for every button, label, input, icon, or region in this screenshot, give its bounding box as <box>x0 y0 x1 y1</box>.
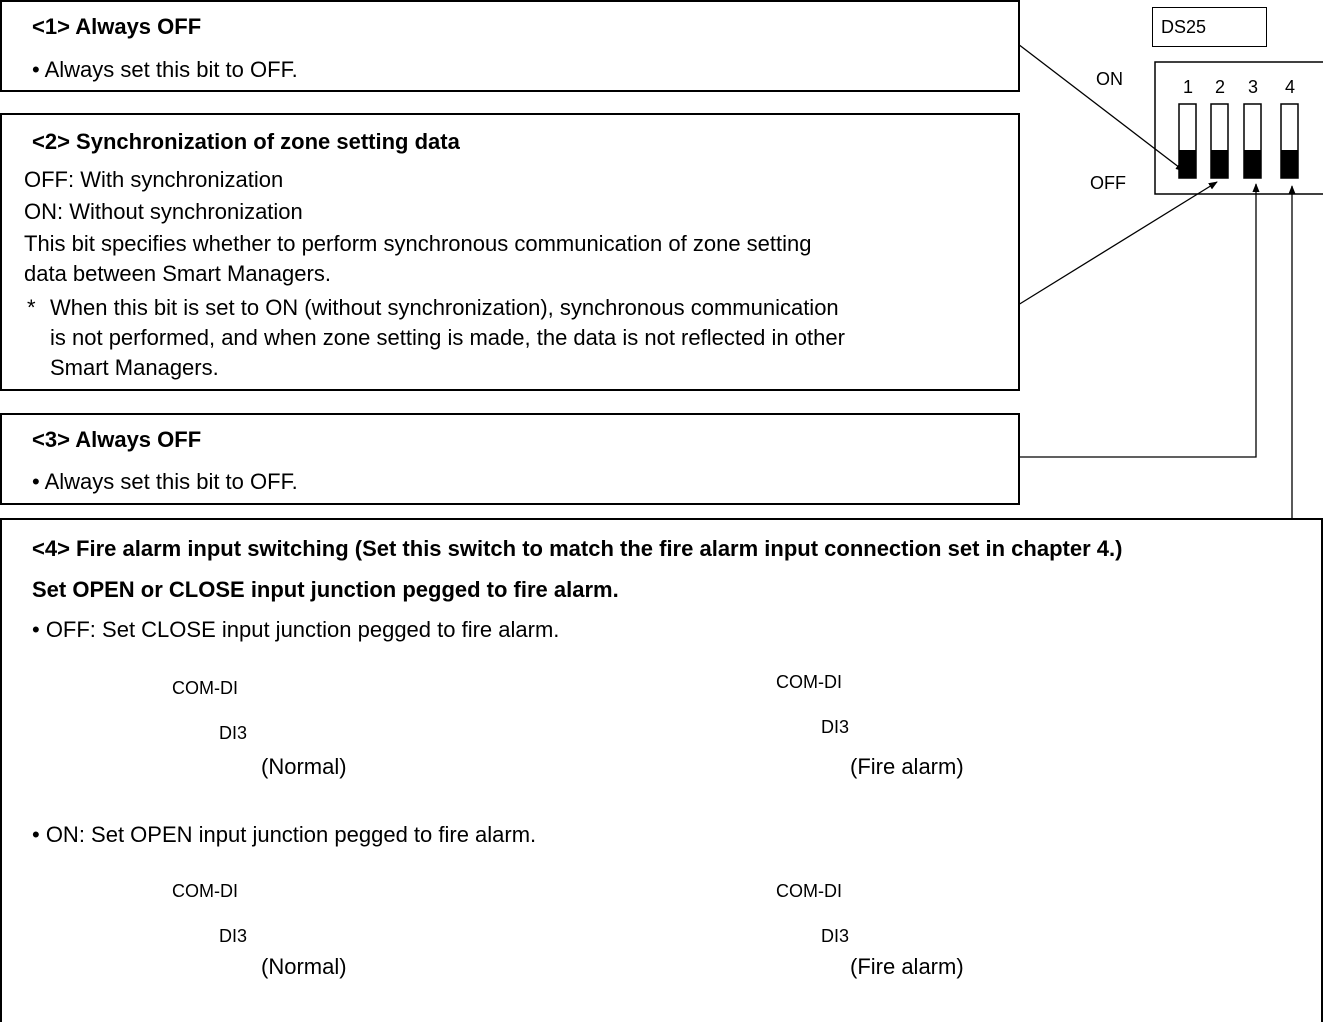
bit4-off-bullet: • OFF: Set CLOSE input junction pegged t… <box>32 617 560 642</box>
dip-switch-label-box: DS25 <box>1152 7 1267 47</box>
dip-off-label: OFF <box>1090 173 1126 193</box>
dip-switch-1 <box>1178 103 1197 179</box>
bit2-title: <2> Synchronization of zone setting data <box>32 129 460 154</box>
bit2-description-box: <2> Synchronization of zone setting data… <box>0 113 1020 391</box>
bit1-title: <1> Always OFF <box>32 14 202 39</box>
normal-caption: (Normal) <box>261 754 347 779</box>
bit4-on-bullet: • ON: Set OPEN input junction pegged to … <box>32 822 537 847</box>
bit2-note-line2: is not performed, and when zone setting … <box>50 325 845 350</box>
com-di-label: COM-DI <box>776 672 842 692</box>
dip-on-label: ON <box>1096 69 1123 89</box>
dip-switch-label: DS25 <box>1161 17 1207 37</box>
di3-label: DI3 <box>219 723 248 743</box>
dip-switch-3 <box>1243 103 1262 179</box>
bit2-desc-line2: data between Smart Managers. <box>24 261 331 286</box>
leader-line-2 <box>1017 181 1218 306</box>
dip-number-4: 4 <box>1285 77 1296 97</box>
dip-number-3: 3 <box>1248 77 1259 97</box>
fire-alarm-caption: (Fire alarm) <box>850 754 964 779</box>
leader-line-1 <box>1017 43 1185 172</box>
bit4-subtitle: Set OPEN or CLOSE input junction pegged … <box>32 577 619 602</box>
com-di-label: COM-DI <box>172 881 238 901</box>
bit2-note-line3: Smart Managers. <box>50 355 219 380</box>
di3-label: DI3 <box>821 926 850 946</box>
dip-number-1: 1 <box>1183 77 1194 97</box>
dip-switch-4 <box>1280 103 1299 179</box>
bit3-title: <3> Always OFF <box>32 427 202 452</box>
di3-label: DI3 <box>821 717 850 737</box>
bit3-text: • Always set this bit to OFF. <box>32 469 298 494</box>
bit2-off-line: OFF: With synchronization <box>24 167 284 192</box>
di3-label: DI3 <box>219 926 248 946</box>
dip-switch-2 <box>1210 103 1229 179</box>
normal-caption: (Normal) <box>261 954 347 979</box>
bit4-title: <4> Fire alarm input switching (Set this… <box>32 536 1123 561</box>
com-di-label: COM-DI <box>776 881 842 901</box>
bit2-note-marker: * <box>27 295 36 320</box>
bit1-text: • Always set this bit to OFF. <box>32 57 298 82</box>
com-di-label: COM-DI <box>172 678 238 698</box>
bit4-description-box: <4> Fire alarm input switching (Set this… <box>0 518 1323 1022</box>
bit2-note-line1: When this bit is set to ON (without sync… <box>50 295 839 320</box>
dip-number-2: 2 <box>1215 77 1226 97</box>
bit3-description-box: <3> Always OFF • Always set this bit to … <box>0 413 1020 505</box>
bit1-description-box: <1> Always OFF • Always set this bit to … <box>0 0 1020 92</box>
bit2-desc-line1: This bit specifies whether to perform sy… <box>24 231 812 256</box>
bit2-on-line: ON: Without synchronization <box>24 199 303 224</box>
fire-alarm-caption: (Fire alarm) <box>850 954 964 979</box>
leader-line-3 <box>1018 183 1260 458</box>
